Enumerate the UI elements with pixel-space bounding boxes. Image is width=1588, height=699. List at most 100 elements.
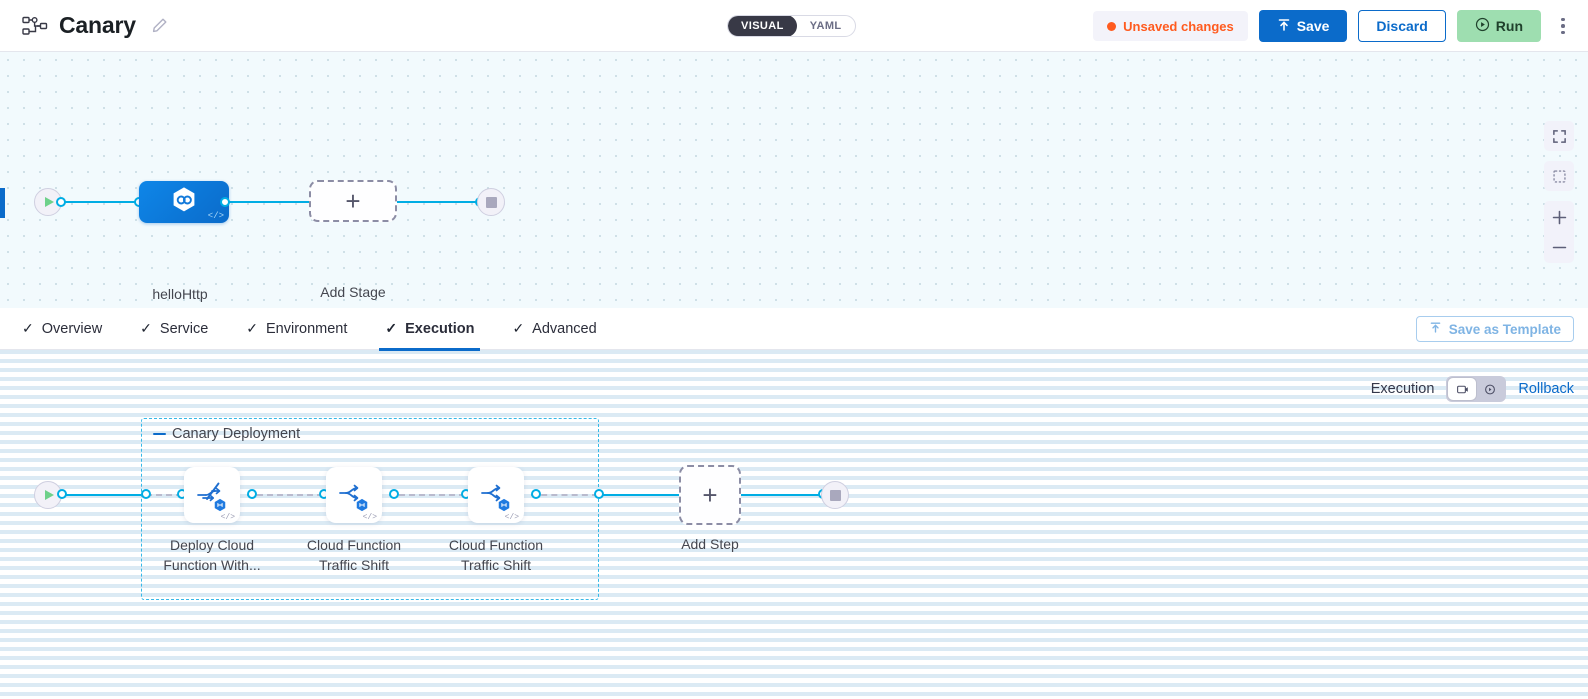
- edge-group-to-addstep: [598, 493, 688, 496]
- step-label-traffic-shift-2: Cloud Function Traffic Shift: [436, 535, 556, 575]
- add-step-button[interactable]: +: [679, 465, 741, 525]
- stage-group-canary-deployment[interactable]: [141, 418, 599, 600]
- end-node[interactable]: [477, 188, 505, 216]
- step-label-line2: Traffic Shift: [318, 557, 390, 573]
- execution-view-icon[interactable]: [1448, 378, 1477, 400]
- edge-dash-4: [531, 494, 598, 496]
- rollback-view-icon[interactable]: [1476, 378, 1504, 400]
- tab-advanced[interactable]: ✓ Advanced: [512, 308, 596, 350]
- unsaved-changes-badge: Unsaved changes: [1093, 11, 1248, 41]
- run-button-label: Run: [1495, 18, 1523, 34]
- save-button[interactable]: Save: [1258, 10, 1348, 42]
- zoom-control-group: [1544, 201, 1574, 263]
- group-title-label: Canary Deployment: [172, 426, 301, 442]
- edge-dash-3: [389, 494, 465, 496]
- zoom-in-icon[interactable]: [1544, 202, 1574, 232]
- execution-rollback-toggle[interactable]: [1446, 376, 1507, 402]
- stop-square-icon: [485, 196, 497, 208]
- plus-icon: +: [702, 480, 718, 510]
- fit-control-group: [1544, 161, 1574, 191]
- plus-icon: +: [345, 186, 361, 216]
- upload-template-icon: [1429, 321, 1442, 337]
- stop-square-icon: [829, 489, 841, 501]
- fullscreen-control-group: [1544, 121, 1574, 151]
- traffic-shift-icon: [479, 478, 513, 513]
- play-triangle-icon: [44, 197, 54, 207]
- port-group-in[interactable]: [141, 489, 151, 499]
- step-label-line1: Deploy Cloud: [169, 537, 255, 553]
- header-actions: Unsaved changes Save Discard: [1093, 0, 1574, 52]
- step-label-line2: Traffic Shift: [460, 557, 532, 573]
- page-title: Canary: [59, 12, 136, 38]
- stage-node-hellohttp[interactable]: </>: [139, 181, 229, 223]
- step-label-deploy-cloud-function: Deploy Cloud Function With...: [152, 535, 272, 575]
- edge-addstep-to-end: [741, 493, 831, 496]
- save-button-label: Save: [1296, 18, 1330, 34]
- edge-stage-to-add: [225, 200, 313, 203]
- group-header: Canary Deployment: [153, 426, 300, 442]
- execution-toolbar-label: Execution: [1370, 381, 1435, 397]
- step-node-deploy-cloud-function[interactable]: </>: [184, 467, 240, 523]
- port-stage-out[interactable]: [220, 197, 230, 207]
- pipeline-icon: [22, 16, 48, 36]
- fullscreen-icon[interactable]: [1544, 121, 1574, 151]
- hexagon-link-icon: [169, 185, 199, 220]
- port-step2-out[interactable]: [389, 489, 399, 499]
- collapse-dash-icon[interactable]: [153, 433, 166, 435]
- edge-start-to-group: [57, 493, 143, 496]
- mode-yaml[interactable]: YAML: [809, 20, 842, 32]
- unsaved-changes-label: Unsaved changes: [1123, 18, 1234, 34]
- stage-code-badge: </>: [207, 211, 224, 221]
- step-node-traffic-shift-1[interactable]: </>: [326, 467, 382, 523]
- mode-visual[interactable]: VISUAL: [728, 16, 797, 36]
- mode-toggle[interactable]: VISUAL YAML: [727, 15, 856, 37]
- deploy-function-icon: [195, 478, 229, 513]
- check-icon: ✓: [512, 320, 525, 336]
- edge-start-to-stage: [56, 200, 142, 203]
- pencil-icon[interactable]: [151, 17, 168, 34]
- tab-advanced-label: Advanced: [532, 320, 597, 337]
- tab-environment-label: Environment: [266, 320, 348, 337]
- canvas-controls: [1544, 121, 1574, 263]
- step-code-badge: </>: [220, 513, 235, 522]
- add-stage-button[interactable]: +: [309, 180, 397, 222]
- header-left-group: Canary: [0, 12, 168, 39]
- port-step1-out[interactable]: [247, 489, 257, 499]
- tab-overview[interactable]: ✓ Overview: [22, 308, 102, 350]
- port-start-out[interactable]: [56, 197, 66, 207]
- tab-service[interactable]: ✓ Service: [140, 308, 208, 350]
- kebab-menu-icon[interactable]: [1552, 10, 1574, 42]
- save-as-template-label: Save as Template: [1448, 321, 1561, 337]
- fit-to-screen-icon[interactable]: [1544, 161, 1574, 191]
- stage-label-hellohttp: helloHttp: [152, 286, 208, 302]
- step-node-traffic-shift-2[interactable]: </>: [468, 467, 524, 523]
- port-start-out[interactable]: [57, 489, 67, 499]
- check-icon: ✓: [385, 320, 398, 336]
- check-icon: ✓: [246, 320, 258, 336]
- zoom-out-icon[interactable]: [1544, 232, 1574, 262]
- step-code-badge: </>: [504, 513, 519, 522]
- tab-service-label: Service: [159, 320, 209, 337]
- port-step3-out[interactable]: [531, 489, 541, 499]
- pipeline-tabs: ✓ Overview ✓ Service ✓ Environment ✓ Exe…: [0, 308, 1588, 351]
- stage-canvas[interactable]: </> helloHttp + Add Stage: [0, 52, 1588, 308]
- unsaved-dot-icon: [1107, 21, 1117, 31]
- rollback-link[interactable]: Rollback: [1518, 381, 1574, 397]
- tab-execution[interactable]: ✓ Execution: [379, 308, 481, 351]
- traffic-shift-icon: [337, 478, 371, 513]
- edge-dash-1: [146, 494, 182, 496]
- execution-canvas[interactable]: Execution Rollback: [0, 350, 1588, 699]
- add-stage-label: Add Stage: [320, 284, 386, 300]
- run-button[interactable]: Run: [1456, 10, 1541, 42]
- discard-button[interactable]: Discard: [1358, 10, 1446, 42]
- tab-environment[interactable]: ✓ Environment: [246, 308, 347, 350]
- tab-execution-label: Execution: [405, 320, 475, 337]
- tab-overview-label: Overview: [41, 320, 103, 337]
- execution-toolbar: Execution Rollback: [1371, 376, 1574, 402]
- canvas-left-accent-bar: [0, 188, 5, 218]
- save-as-template-button[interactable]: Save as Template: [1415, 316, 1574, 342]
- port-group-out[interactable]: [594, 489, 604, 499]
- hexagon-badge: [213, 498, 227, 517]
- end-node[interactable]: [821, 481, 849, 509]
- app-header: Canary VISUAL YAML Unsaved changes: [0, 0, 1588, 52]
